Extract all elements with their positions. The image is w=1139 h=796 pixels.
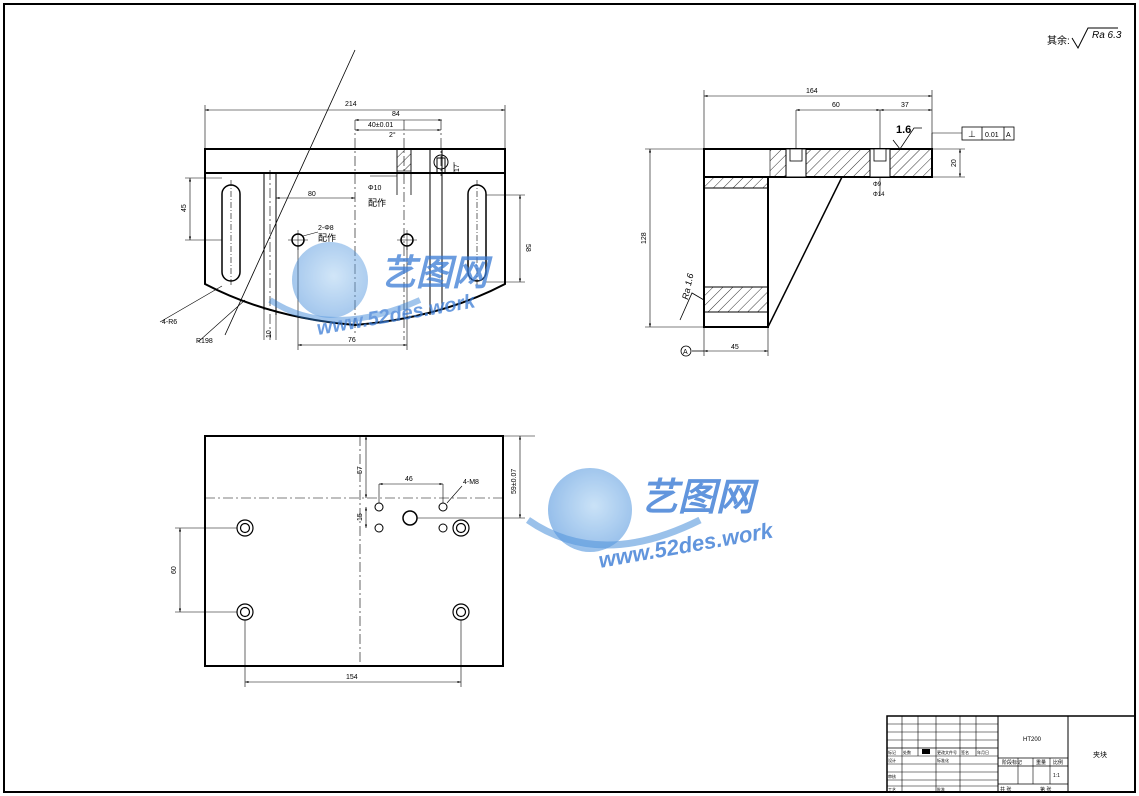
dim-164: 164 (806, 88, 818, 95)
note-bore: 配作 (368, 197, 386, 208)
roughness-1-6: 1.6 (896, 124, 911, 136)
scale-value: 1:1 (1053, 773, 1060, 779)
side-view (645, 90, 1015, 357)
dim-76: 76 (348, 337, 356, 344)
dim-pins: 2-Φ8 (318, 225, 334, 232)
watermark-1: 艺图网 www.52des.work (268, 242, 493, 340)
title-block-text: HT200 夹块 阶段标记 重量 比例 1:1 共 张 第 张 标记 处数 更改… (888, 737, 1107, 793)
dim-bore-dia: Φ10 (368, 185, 381, 192)
dim-128: 128 (641, 232, 648, 244)
datum-a: A (683, 349, 688, 356)
top-view (175, 435, 535, 687)
svg-text:Ra 6.3: Ra 6.3 (1092, 30, 1122, 41)
svg-text:批准: 批准 (937, 786, 945, 792)
title-block (886, 715, 1136, 793)
dim-80: 80 (308, 191, 316, 198)
svg-text:审核: 审核 (888, 773, 896, 779)
dim-58: 58 (524, 244, 531, 252)
dim-60-top: 60 (171, 566, 178, 574)
side-view-labels: 164 60 37 128 20 Φ9 Φ14 45 1.6 Ra 1.6 A … (641, 88, 1011, 356)
svg-text:更改文件号: 更改文件号 (937, 749, 957, 755)
dim-r198: R198 (196, 338, 213, 345)
dim-phi9: Φ9 (873, 182, 882, 188)
top-view-labels: 57 59±0.07 46 4-M8 15 60 154 (171, 466, 518, 681)
tolerance-symbol: ⊥ (968, 129, 976, 139)
roughness-ra-1-6: Ra 1.6 (680, 272, 695, 300)
stage-header: 阶段标记 (1002, 759, 1022, 766)
dim-84: 84 (392, 111, 400, 118)
dim-4-m8: 4-M8 (463, 479, 479, 486)
dim-59: 59±0.07 (511, 469, 518, 494)
front-view (159, 49, 525, 350)
dim-phi14: Φ14 (873, 192, 885, 198)
watermark-brand-2: 艺图网 (640, 477, 759, 519)
material: HT200 (1023, 737, 1042, 743)
dim-46: 46 (405, 476, 413, 483)
dim-4-r6: 4-R6 (162, 319, 177, 326)
svg-text:年月日: 年月日 (977, 749, 989, 755)
svg-text:签名: 签名 (961, 749, 969, 755)
sheets-total: 共 张 (1000, 786, 1011, 793)
dim-214: 214 (345, 101, 357, 108)
sheet-border (3, 3, 1136, 793)
dim-60-side: 60 (832, 102, 840, 109)
dim-57: 57 (357, 466, 364, 474)
watermark-2: 艺图网 www.52des.work (526, 468, 776, 573)
dim-10: 10 (266, 330, 273, 338)
svg-text:标准化: 标准化 (937, 757, 949, 763)
sheet-no: 第 张 (1040, 786, 1051, 793)
dim-15: 15 (357, 513, 364, 521)
dim-20: 20 (951, 159, 958, 167)
svg-text:处数: 处数 (903, 749, 911, 755)
dim-154: 154 (346, 674, 358, 681)
dim-40: 40±0.01 (368, 122, 393, 129)
dim-45-side: 45 (731, 344, 739, 351)
note-pins: 配作 (318, 232, 336, 243)
roughness-note: 其余: Ra 6.3 (1047, 27, 1122, 50)
svg-text:其余:: 其余: (1047, 34, 1070, 47)
front-view-labels: 214 84 40±0.01 2° 17 Φ10 配作 80 45 2-Φ8 配… (162, 101, 531, 345)
scale-header: 比例 (1053, 759, 1063, 766)
part-name: 夹块 (1093, 750, 1107, 759)
tolerance-value: 0.01 (985, 132, 999, 139)
tolerance-datum: A (1006, 132, 1011, 139)
svg-text:工艺: 工艺 (888, 787, 896, 792)
dim-45: 45 (181, 204, 188, 212)
watermark-brand: 艺图网 (380, 252, 493, 293)
svg-text:设计: 设计 (888, 757, 896, 763)
dim-37: 37 (901, 102, 909, 109)
dim-angle: 2° (389, 131, 396, 139)
svg-text:标记: 标记 (888, 749, 896, 755)
dim-17: 17 (454, 164, 461, 172)
weight-header: 重量 (1036, 759, 1046, 766)
